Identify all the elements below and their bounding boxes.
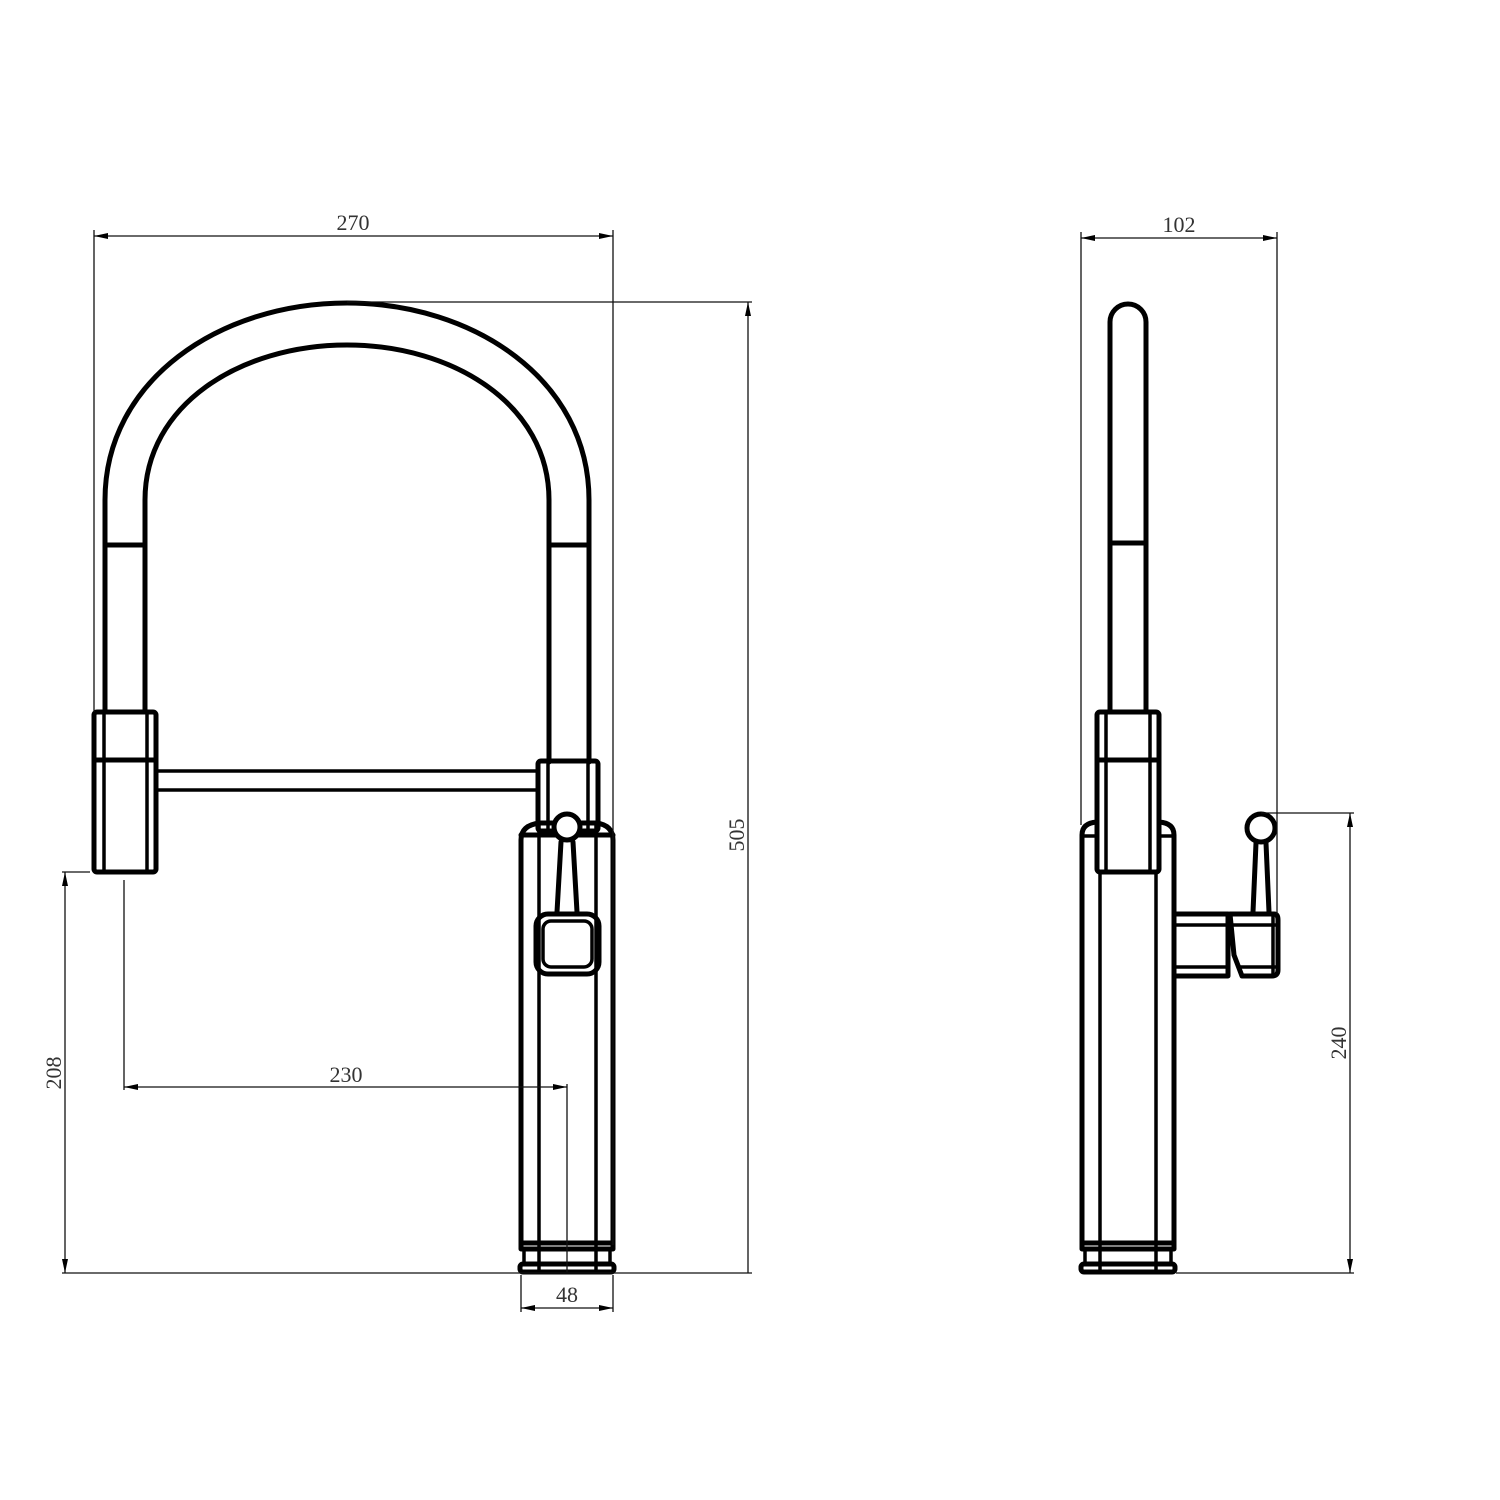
dim-overall-height: 505: [347, 301, 752, 1273]
side-spray-head: [1094, 709, 1162, 875]
side-lever-handle: [1171, 811, 1281, 979]
dim-label-208: 208: [41, 1057, 66, 1090]
dim-label-230: 230: [330, 1062, 363, 1087]
dim-label-102: 102: [1163, 212, 1196, 237]
lever-handle: [533, 811, 602, 977]
dim-handle-height: 240: [1176, 812, 1354, 1274]
dim-label-240: 240: [1326, 1027, 1351, 1060]
dim-label-48: 48: [556, 1282, 578, 1307]
dim-base-diameter: 48: [520, 1275, 614, 1312]
front-view: 270 505 208 230: [41, 210, 752, 1312]
spray-head: [91, 709, 159, 875]
side-body: [1078, 819, 1178, 1275]
holder-bar: [156, 769, 536, 792]
dim-spout-clearance: 208: [41, 871, 90, 1273]
dim-overall-width: 270: [93, 210, 614, 1245]
dim-label-270: 270: [337, 210, 370, 235]
dim-label-505: 505: [724, 819, 749, 852]
dim-overall-depth: 102: [1080, 212, 1278, 914]
dim-spout-reach: 230: [123, 880, 568, 1272]
spout-arch-outer: [102, 300, 592, 548]
spout-arch-inner: [142, 342, 552, 548]
side-view: 102 240: [1078, 212, 1354, 1275]
side-spout: [1107, 301, 1149, 715]
